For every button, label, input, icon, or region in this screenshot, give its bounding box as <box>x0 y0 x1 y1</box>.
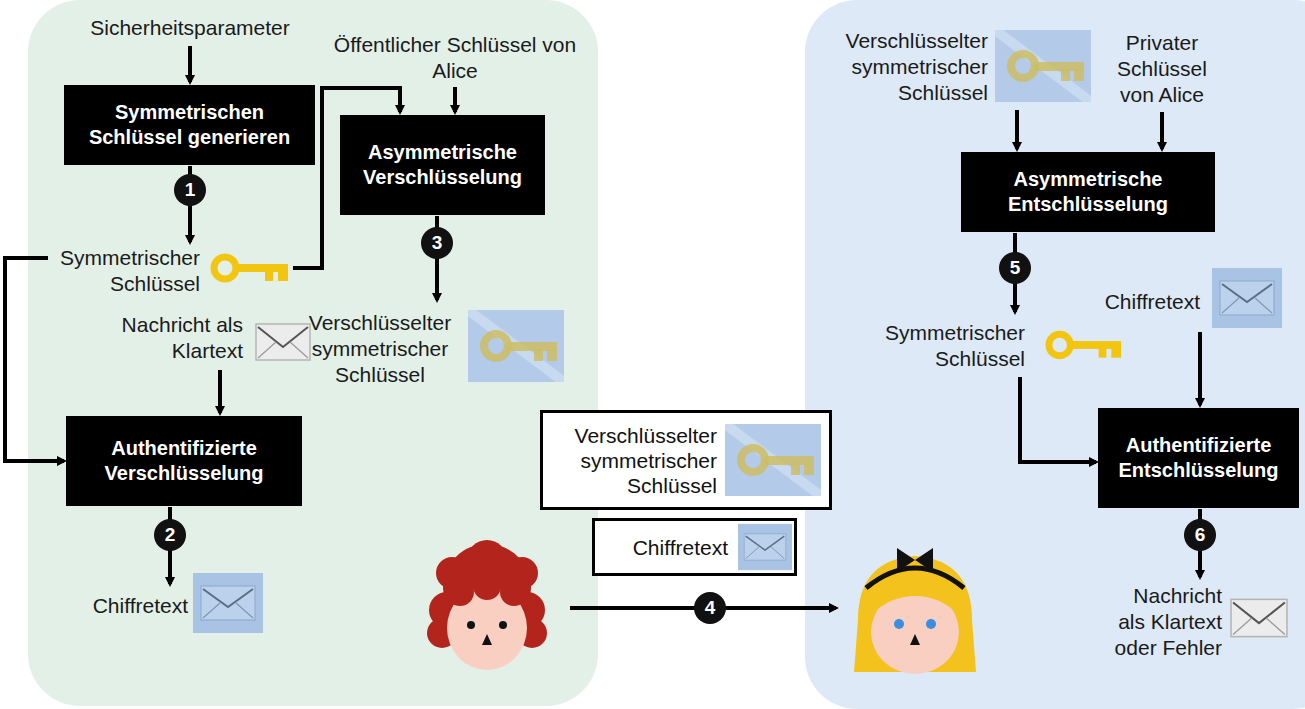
box-label: Asymmetrische Entschlüsselung <box>971 167 1205 217</box>
sender-panel <box>28 0 598 706</box>
box-ground <box>592 518 797 576</box>
envelope-icon <box>256 324 310 360</box>
box-ground <box>540 410 832 510</box>
envelope-icon <box>1231 599 1287 636</box>
encrypted-key-icon <box>468 310 564 382</box>
flow-label: Chiffretext <box>1060 289 1200 315</box>
key-icon <box>1049 334 1121 357</box>
message-box: Chiffretext <box>592 518 797 576</box>
process-box: Asymmetrische Verschlüsselung <box>340 115 545 215</box>
box-label: Authentifizierte Verschlüsselung <box>76 436 292 486</box>
encrypted-envelope-icon <box>193 573 263 633</box>
box-label: Verschlüsselter symmetrischer Schlüssel <box>553 423 717 498</box>
flow-label: Verschlüsselter symmetrischer Schlüssel <box>818 28 988 106</box>
callout-number: 4 <box>694 592 726 624</box>
process-box: Authentifizierte Verschlüsselung <box>66 416 302 506</box>
box-label: Authentifizierte Entschlüsselung <box>1108 433 1289 483</box>
flow-label: Sicherheitsparameter <box>60 15 320 41</box>
box-label: Symmetrischen Schlüssel generieren <box>74 100 305 150</box>
message-box: Verschlüsselter symmetrischer Schlüssel <box>540 410 832 510</box>
bob-figure <box>427 540 547 670</box>
callout-number: 6 <box>1184 519 1216 551</box>
flow-label: Symmetrischer Schlüssel <box>20 245 200 297</box>
encrypted-envelope-icon <box>738 524 792 570</box>
encrypted-envelope-icon <box>1212 268 1282 328</box>
encrypted-key-icon <box>995 30 1091 102</box>
flow-label: Nachricht als Klartext <box>93 312 243 364</box>
box-label: Asymmetrische Verschlüsselung <box>350 140 535 190</box>
box-label: Chiffretext <box>605 535 728 560</box>
flow-label: Symmetrischer Schlüssel <box>845 320 1025 372</box>
flow-arrows <box>5 46 1200 608</box>
callout-number: 3 <box>421 227 453 259</box>
callout-number: 2 <box>154 519 186 551</box>
receiver-panel <box>805 0 1305 709</box>
encrypted-key-icon <box>725 424 821 496</box>
flow-label: Verschlüsselter symmetrischer Schlüssel <box>300 310 460 388</box>
process-box: Asymmetrische Entschlüsselung <box>961 152 1215 232</box>
flow-label: Öffentlicher Schlüssel von Alice <box>325 32 585 84</box>
flow-label: Nachricht als Klartext oder Fehler <box>1102 583 1222 661</box>
callout-number: 5 <box>999 252 1031 284</box>
alice-figure <box>854 548 976 674</box>
key-icon <box>214 257 288 281</box>
flow-label: Chiffretext <box>60 593 188 619</box>
process-box: Authentifizierte Entschlüsselung <box>1098 408 1299 508</box>
process-box: Symmetrischen Schlüssel generieren <box>64 85 315 165</box>
callout-number: 1 <box>174 174 206 206</box>
flow-label: Privater Schlüssel von Alice <box>1102 30 1222 108</box>
